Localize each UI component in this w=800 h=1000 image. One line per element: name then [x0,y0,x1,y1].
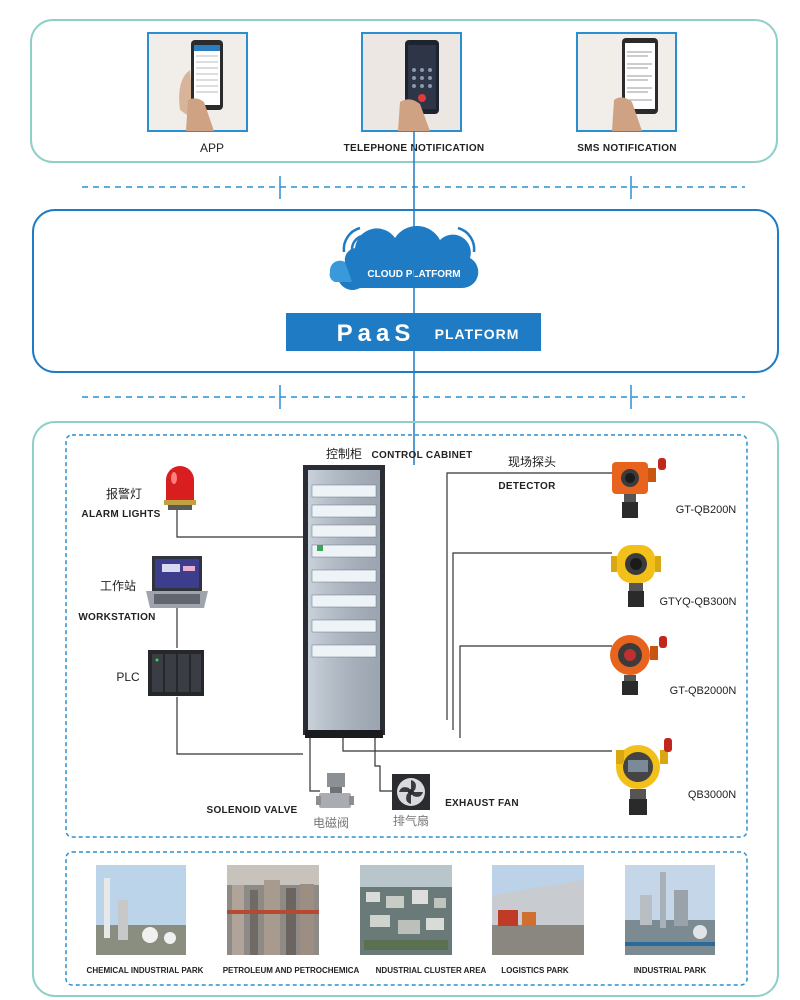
scenes-box [65,851,748,986]
scene-label: CHEMICAL INDUSTRIAL PARK [87,966,204,975]
sms-phone-image [576,32,677,132]
detector-model-label: QB3000N [688,789,736,801]
paas-platform-label: PLATFORM [435,326,520,342]
field-panel [32,421,779,997]
detector-model-label: GT-QB2000N [670,685,737,697]
fan-cn-label: 排气扇 [393,813,429,828]
app-phone-image [147,32,248,132]
alarm-en-label: ALARM LIGHTS [81,509,160,520]
detector-en-label: DETECTOR [498,481,556,492]
scene-petroleum-image [227,865,319,955]
detector-gt-qb2000n [610,635,667,695]
paas-main-label: PaaS [337,320,416,347]
cabinet-en-label: CONTROL CABINET [372,450,473,461]
plc-device-image [148,650,204,696]
valve-en-label: SOLENOID VALVE [206,805,297,816]
app-label: APP [200,141,224,155]
detector-qb3000n [616,738,672,815]
platform-panel [32,209,779,373]
wiring [176,472,612,792]
detector-cn-label: 现场探头 [508,455,556,469]
control-cabinet-image [303,465,385,738]
detector-gtyq-qb300n [611,545,661,607]
scene-industrial-cluster-image [360,865,452,955]
fan-en-label: EXHAUST FAN [445,798,519,809]
scene-label: NDUSTRIAL CLUSTER AREA [376,966,487,975]
exhaust-fan-image [392,774,430,810]
scene-logistics-park-image [492,865,584,955]
signal-waves-icon [342,226,476,253]
detector-gt-qb200n [612,458,666,518]
workstation-laptop-image [146,556,208,608]
sms-label: SMS NOTIFICATION [577,143,677,154]
workstation-cn-label: 工作站 [100,579,136,593]
detector-model-label: GT-QB200N [676,504,737,516]
plc-label: PLC [116,670,140,684]
alarm-cn-label: 报警灯 [106,486,142,501]
valve-cn-label: 电磁阀 [313,815,349,830]
scene-industrial-park-image [625,865,715,955]
cloud-icon [329,225,479,291]
scene-chemical-park-image [96,865,186,955]
notification-panel [30,19,778,163]
solenoid-valve-image [316,773,354,808]
scene-label: INDUSTRIAL PARK [634,966,707,975]
telephone-phone-image [361,32,462,132]
workstation-en-label: WORKSTATION [78,612,155,623]
scene-label: PETROLEUM AND PETROCHEMICA [223,966,360,975]
detector-model-label: GTYQ-QB300N [659,596,736,608]
cabinet-cn-label: 控制柜 [326,447,362,461]
alarm-light-image [164,466,196,510]
scene-label: LOGISTICS PARK [501,966,569,975]
